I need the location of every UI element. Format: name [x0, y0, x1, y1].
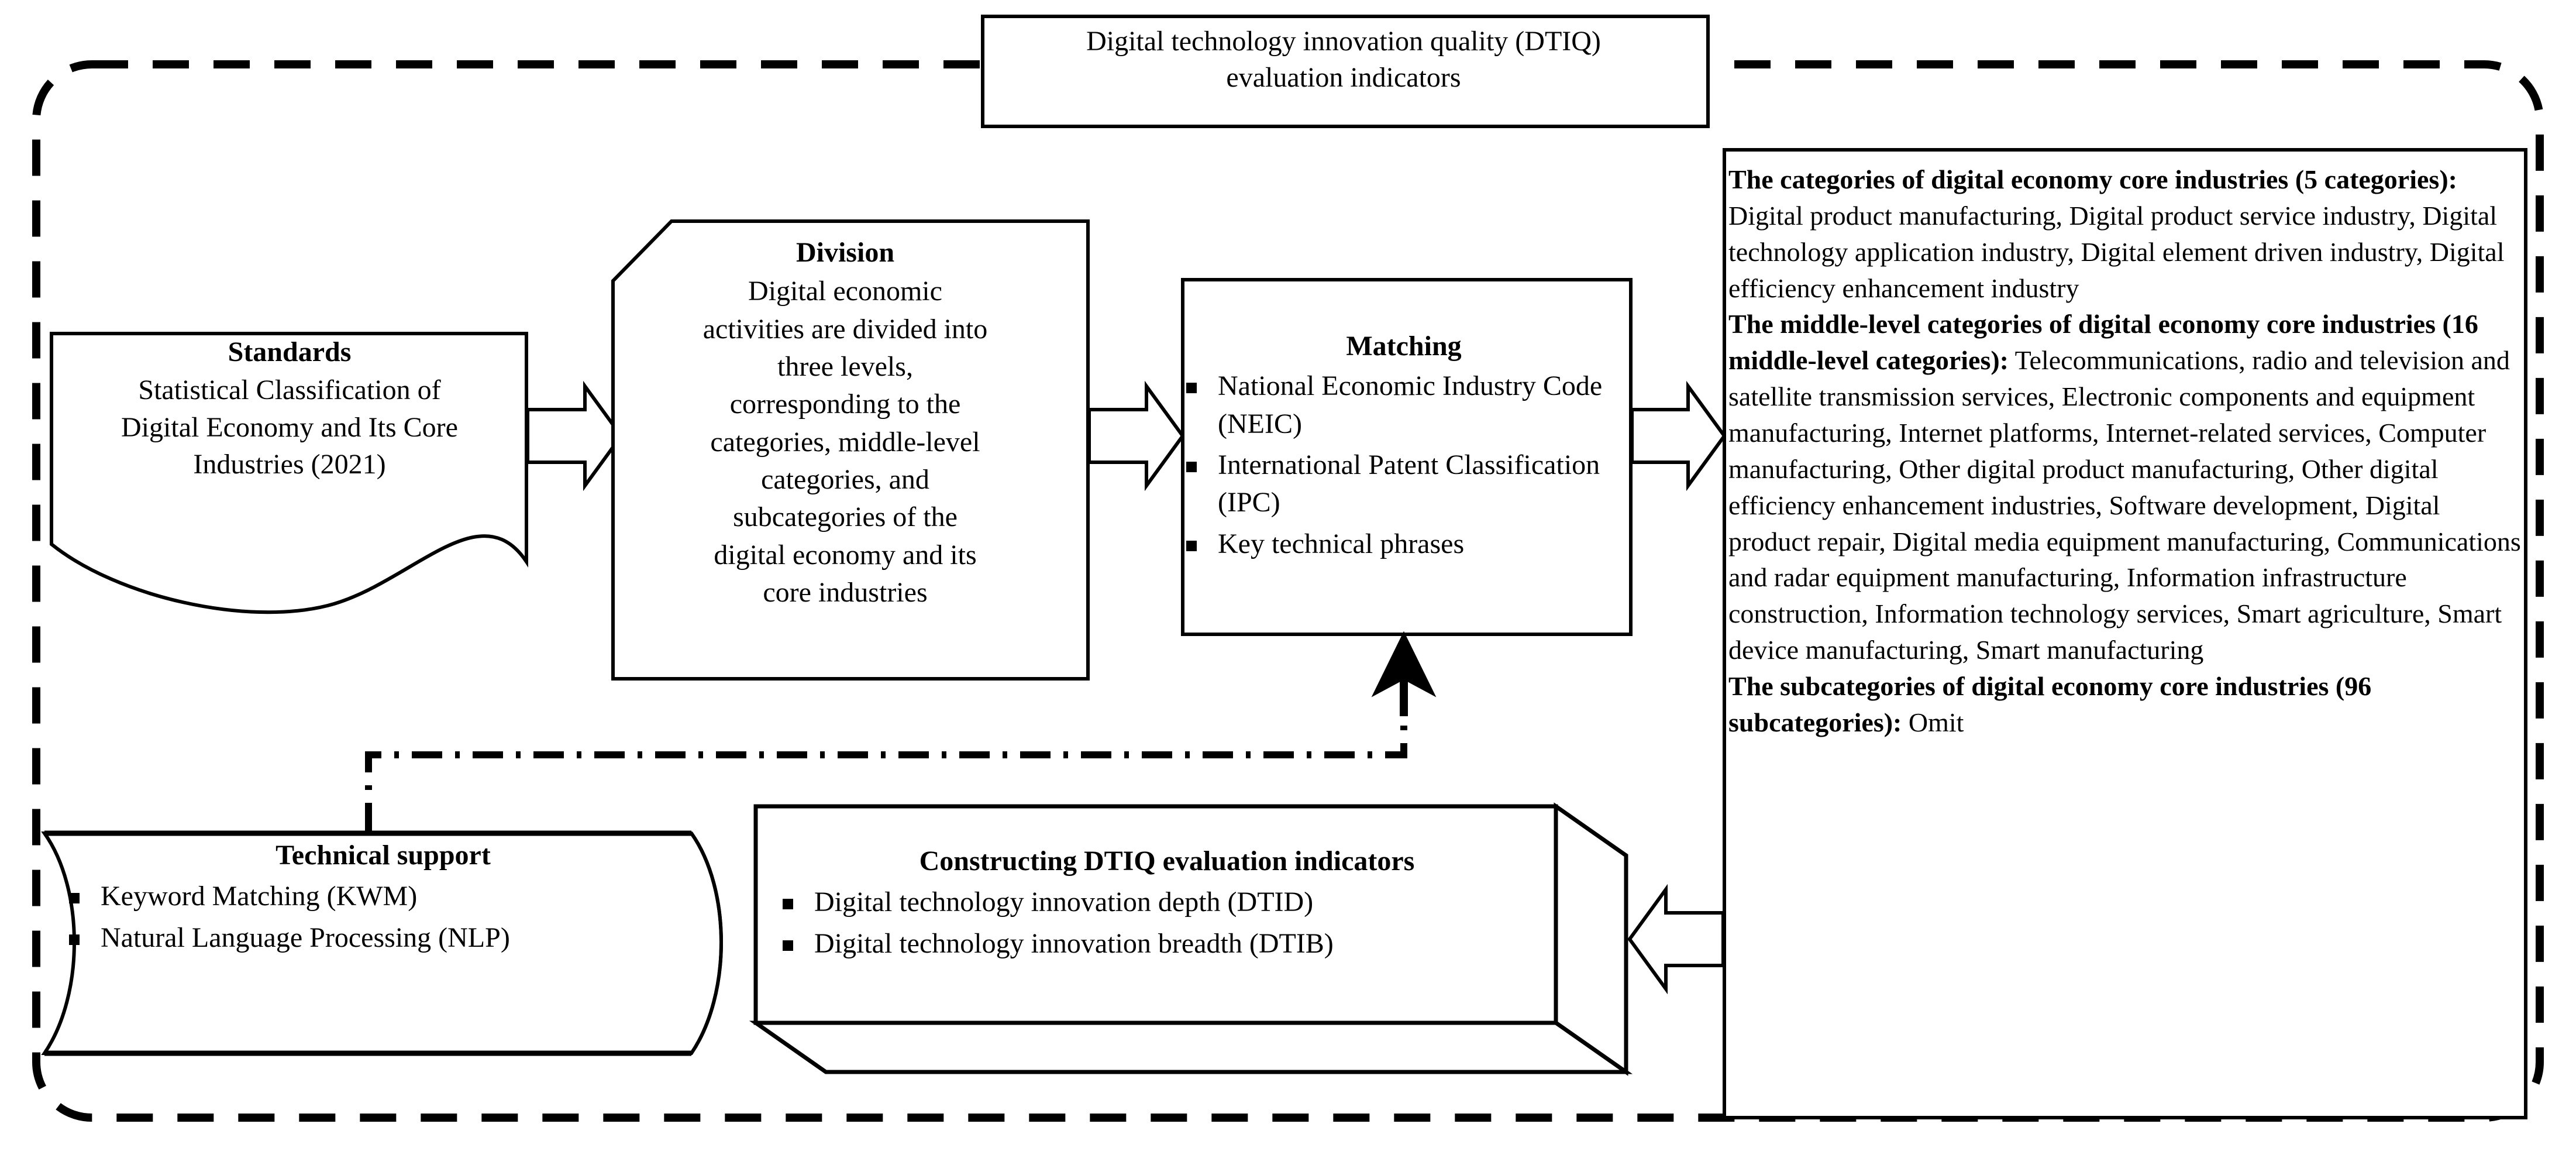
bullet-square-icon — [1186, 461, 1197, 472]
division-body-line-2: activities are divided into — [702, 313, 988, 345]
constructing-bullet-1: Digital technology innovation depth (DTI… — [814, 886, 1314, 918]
connector-technical-support-to-matching — [365, 679, 1407, 833]
arrow-standards-to-division — [526, 380, 624, 492]
constructing-node-text: Constructing DTIQ evaluation indicators … — [778, 843, 1556, 966]
bullet-square-icon — [69, 893, 80, 904]
connector-arrowhead-up — [1371, 631, 1437, 697]
list-item: Digital technology innovation depth (DTI… — [778, 884, 1556, 921]
constructing-bullet-2: Digital technology innovation breadth (D… — [814, 927, 1334, 959]
technical-support-node-text: Technical support Keyword Matching (KWM)… — [64, 837, 702, 960]
division-body-line-8: digital economy and its — [714, 539, 977, 571]
bullet-square-icon — [783, 940, 793, 951]
right-panel-section-3-body: Omit — [1902, 707, 1964, 737]
constructing-heading: Constructing DTIQ evaluation indicators — [919, 846, 1415, 877]
matching-bullet-2: International Patent Classification (IPC… — [1218, 449, 1600, 518]
matching-heading: Matching — [1346, 331, 1462, 362]
standards-body-line-2: Digital Economy and Its Core — [121, 411, 458, 443]
technical-support-bullet-1: Keyword Matching (KWM) — [101, 881, 418, 912]
matching-bullet-3: Key technical phrases — [1218, 528, 1465, 559]
list-item: Natural Language Processing (NLP) — [64, 919, 702, 957]
standards-heading: Standards — [228, 336, 352, 367]
right-panel-section-1-body: Digital product manufacturing, Digital p… — [1728, 200, 2505, 303]
bullet-square-icon — [1186, 383, 1197, 394]
right-panel-section-1-lead: The categories of digital economy core i… — [1728, 164, 2457, 194]
arrow-matching-to-rightpanel — [1630, 380, 1727, 492]
right-panel-text: The categories of digital economy core i… — [1728, 161, 2521, 741]
division-body-line-5: categories, middle-level — [710, 426, 980, 458]
standards-body-line-1: Statistical Classification of — [138, 374, 441, 406]
technical-support-bullet-list: Keyword Matching (KWM) Natural Language … — [64, 878, 702, 957]
bullet-square-icon — [69, 934, 80, 945]
right-panel-section-3-lead: The subcategories of digital economy cor… — [1728, 671, 2372, 737]
division-body-line-1: Digital economic — [748, 276, 942, 307]
constructing-shape-bottom-face — [749, 1020, 1633, 1074]
title-box-text: Digital technology innovation quality (D… — [978, 23, 1709, 97]
arrow-division-to-matching — [1087, 380, 1185, 492]
bullet-square-icon — [783, 899, 793, 910]
technical-support-bullet-2: Natural Language Processing (NLP) — [101, 922, 510, 953]
right-panel-section-2-body: Telecommunications, radio and television… — [1728, 345, 2521, 665]
constructing-bullet-list: Digital technology innovation depth (DTI… — [778, 884, 1556, 963]
division-body-line-4: corresponding to the — [729, 389, 961, 420]
list-item: National Economic Industry Code (NEIC) — [1182, 367, 1626, 443]
right-panel-section-2: The middle-level categories of digital e… — [1728, 306, 2521, 668]
title-line-2: evaluation indicators — [1226, 62, 1461, 94]
division-node-text: Division Digital economic activities are… — [617, 234, 1073, 611]
standards-body-line-3: Industries (2021) — [193, 449, 386, 480]
matching-node-text: Matching National Economic Industry Code… — [1182, 328, 1626, 566]
bullet-square-icon — [1186, 540, 1197, 551]
technical-support-heading: Technical support — [275, 840, 491, 871]
division-body-line-9: core industries — [763, 576, 928, 608]
right-panel-section-1: The categories of digital economy core i… — [1728, 161, 2521, 306]
division-body-line-6: categories, and — [761, 463, 929, 495]
list-item: Keyword Matching (KWM) — [64, 878, 702, 915]
list-item: Digital technology innovation breadth (D… — [778, 925, 1556, 963]
arrow-rightpanel-to-constructing — [1627, 884, 1725, 995]
matching-bullet-1: National Economic Industry Code (NEIC) — [1218, 370, 1603, 439]
division-heading: Division — [795, 237, 895, 268]
title-line-1: Digital technology innovation quality (D… — [1086, 26, 1601, 57]
right-panel-section-3: The subcategories of digital economy cor… — [1728, 668, 2521, 741]
list-item: International Patent Classification (IPC… — [1182, 446, 1626, 522]
list-item: Key technical phrases — [1182, 525, 1626, 563]
standards-node-text: Standards Statistical Classification of … — [56, 334, 524, 483]
division-body-line-3: three levels, — [777, 351, 913, 382]
division-body-line-7: subcategories of the — [733, 501, 958, 533]
constructing-shape-right-face — [1554, 802, 1628, 1076]
matching-bullet-list: National Economic Industry Code (NEIC) I… — [1182, 367, 1626, 563]
right-panel-section-2-lead: The middle-level categories of digital e… — [1728, 309, 2478, 376]
